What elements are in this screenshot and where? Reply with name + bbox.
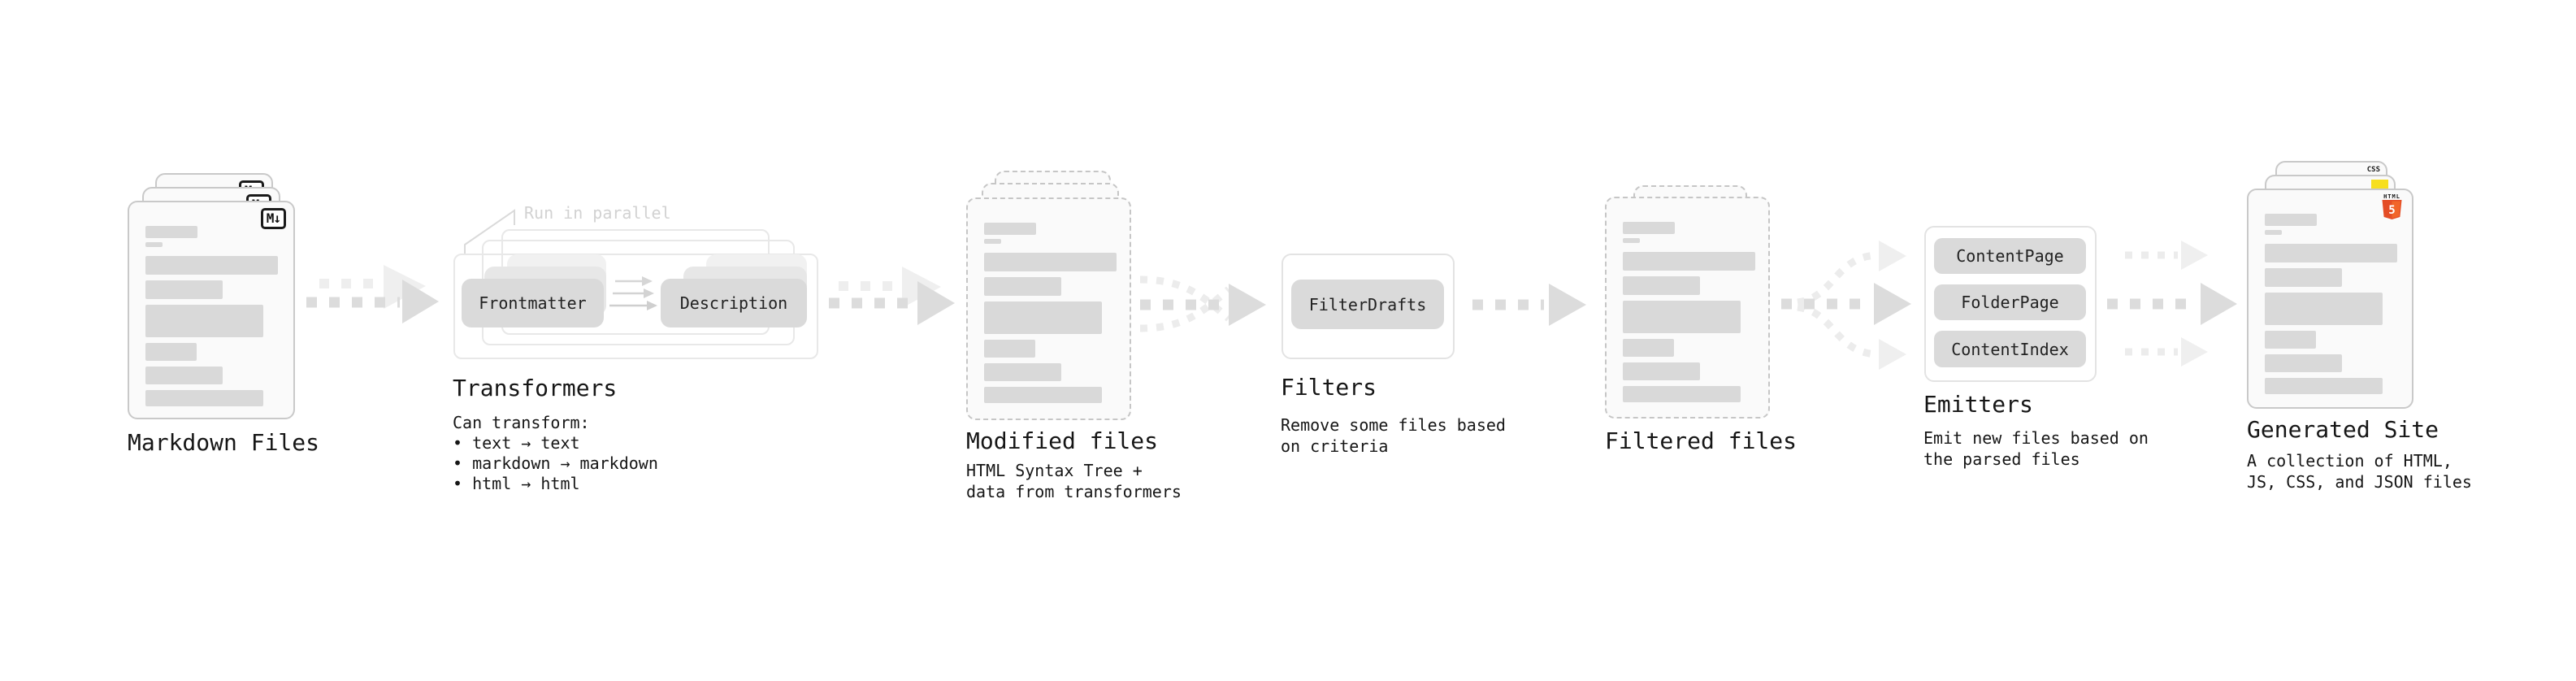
- skeleton-text-bar: [2265, 331, 2316, 349]
- generated-site-label: Generated Site: [2247, 416, 2439, 443]
- skeleton-text-bar: [984, 363, 1061, 381]
- contentindex-pill-label: ContentIndex: [1951, 339, 2069, 359]
- filterdrafts-pill-label: FilterDrafts: [1308, 294, 1427, 314]
- arrow-filters-to-filtered: [1472, 284, 1586, 326]
- skeleton-text-bar: [1623, 252, 1755, 271]
- markdown-files-label: Markdown Files: [128, 429, 320, 456]
- contentpage-pill: ContentPage: [1934, 238, 2086, 274]
- filtered-files-label: Filtered files: [1605, 427, 1798, 454]
- folderpage-pill: FolderPage: [1934, 284, 2086, 320]
- skeleton-text-bar: [2265, 230, 2282, 235]
- document-skeleton-lines: [968, 199, 1130, 419]
- skeleton-text-bar: [984, 340, 1035, 358]
- document-skeleton-lines: [2249, 190, 2412, 407]
- frontmatter-pill: Frontmatter: [462, 279, 604, 327]
- frontmatter-pill-label: Frontmatter: [479, 293, 587, 313]
- filters-label: Filters: [1281, 374, 1377, 401]
- document-skeleton-lines: [129, 202, 293, 418]
- emitters-label: Emitters: [1923, 391, 2033, 418]
- skeleton-text-bar: [984, 253, 1117, 271]
- arrow-modified-to-filters: [1139, 275, 1266, 332]
- skeleton-text-bar: [984, 239, 1001, 244]
- filterdrafts-pill: FilterDrafts: [1291, 280, 1444, 329]
- arrow-markdown-to-transformers: [306, 265, 439, 323]
- skeleton-text-bar: [984, 301, 1102, 334]
- description-pill-label: Description: [679, 293, 788, 313]
- skeleton-text-bar: [145, 226, 197, 238]
- skeleton-text-bar: [2265, 293, 2383, 325]
- skeleton-text-bar: [1623, 362, 1700, 380]
- transformers-label: Transformers: [453, 375, 618, 401]
- transformer-layer-front: [453, 254, 818, 359]
- skeleton-text-bar: [984, 277, 1061, 296]
- skeleton-text-bar: [1623, 386, 1741, 402]
- contentindex-pill: ContentIndex: [1934, 331, 2086, 367]
- skeleton-text-bar: [2265, 214, 2317, 226]
- skeleton-text-bar: [145, 343, 197, 361]
- skeleton-text-bar: [1623, 301, 1741, 333]
- skeleton-text-bar: [984, 387, 1102, 403]
- html5-icon-number: 5: [2388, 204, 2395, 217]
- emitters-description: Emit new files based on the parsed files: [1923, 428, 2149, 469]
- description-pill: Description: [661, 279, 807, 327]
- skeleton-text-bar: [1623, 339, 1674, 357]
- filtered-file-card: [1605, 197, 1770, 419]
- run-in-parallel-note: Run in parallel: [524, 203, 671, 223]
- skeleton-text-bar: [145, 390, 263, 406]
- skeleton-text-bar: [2265, 268, 2342, 287]
- transformers-description: Can transform: • text → text • markdown …: [453, 413, 658, 493]
- contentpage-pill-label: ContentPage: [1956, 246, 2064, 266]
- modified-files-label: Modified files: [966, 427, 1159, 454]
- generated-site-description: A collection of HTML, JS, CSS, and JSON …: [2247, 451, 2472, 492]
- skeleton-text-bar: [145, 242, 163, 247]
- markdown-icon: M↓: [260, 208, 286, 229]
- filters-description: Remove some files based on criteria: [1281, 415, 1506, 456]
- skeleton-text-bar: [145, 367, 223, 384]
- markdown-file-card: M↓: [128, 201, 295, 419]
- html5-icon-word: HTML: [2383, 193, 2400, 200]
- folderpage-pill-label: FolderPage: [1961, 293, 2059, 312]
- arrow-transformers-to-modified: [829, 267, 955, 325]
- skeleton-text-bar: [2265, 378, 2383, 394]
- modified-files-description: HTML Syntax Tree + data from transformer…: [966, 461, 1182, 501]
- document-skeleton-lines: [1607, 198, 1768, 417]
- skeleton-text-bar: [145, 280, 223, 299]
- skeleton-text-bar: [145, 256, 278, 275]
- modified-file-card: [966, 197, 1131, 420]
- skeleton-text-bar: [1623, 222, 1675, 234]
- skeleton-text-bar: [2265, 244, 2397, 262]
- skeleton-text-bar: [2265, 354, 2342, 372]
- skeleton-text-bar: [1623, 276, 1700, 295]
- arrow-emitters-to-site: [2107, 241, 2237, 367]
- arrow-filtered-to-emitters: [1781, 241, 1911, 370]
- html5-icon: HTML 5: [2381, 193, 2403, 219]
- javascript-icon: [2371, 180, 2388, 189]
- site-file-card-html: HTML 5: [2247, 189, 2413, 409]
- skeleton-text-bar: [145, 305, 263, 337]
- skeleton-text-bar: [984, 223, 1036, 235]
- skeleton-text-bar: [1623, 238, 1640, 243]
